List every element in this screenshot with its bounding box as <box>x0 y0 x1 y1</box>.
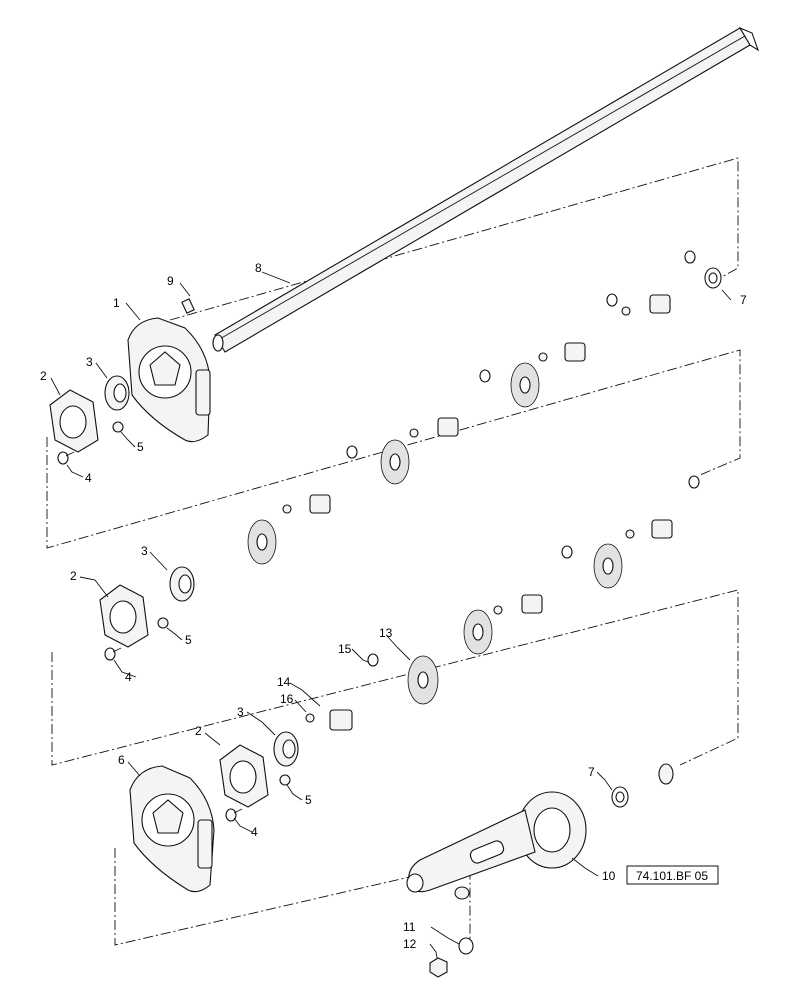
callout-16: 16 <box>280 692 294 706</box>
callout-10: 10 <box>602 869 616 883</box>
callout-5: 5 <box>185 633 192 647</box>
reference-box: 74.101.BF 05 <box>626 865 719 885</box>
washers <box>611 267 722 808</box>
callout-7: 7 <box>740 293 747 307</box>
callout-2: 2 <box>40 369 47 383</box>
callout-11: 11 <box>403 920 416 934</box>
housing-plate-1 <box>127 317 211 443</box>
callout-1: 1 <box>113 296 120 310</box>
callout-15: 15 <box>338 642 352 656</box>
callout-7: 7 <box>588 765 595 779</box>
assembly-dash-lines <box>46 157 741 946</box>
housing-plate-6 <box>129 765 215 893</box>
callout-12: 12 <box>403 937 417 951</box>
callout-2: 2 <box>70 569 77 583</box>
leader-lines <box>50 271 732 959</box>
callout-3: 3 <box>86 355 93 369</box>
callout-numbers: 1 2 3 4 5 7 8 9 3 2 5 4 13 15 14 16 3 2 … <box>40 261 747 951</box>
small-hardware <box>282 250 700 723</box>
lever-arm <box>406 791 587 900</box>
shaft <box>212 26 760 353</box>
flange-parts <box>49 389 269 808</box>
callout-3: 3 <box>237 705 244 719</box>
bearing-parts <box>104 375 299 767</box>
reference-label: 74.101.BF 05 <box>636 869 708 883</box>
clamp-brackets <box>309 294 673 731</box>
callout-6: 6 <box>118 753 125 767</box>
bottom-nut-washer <box>429 937 474 978</box>
callout-2: 2 <box>195 724 202 738</box>
callout-5: 5 <box>305 793 312 807</box>
callout-9: 9 <box>167 274 174 288</box>
callout-4: 4 <box>251 825 258 839</box>
callout-4: 4 <box>85 471 92 485</box>
bevel-gears <box>247 362 623 705</box>
callout-3: 3 <box>141 544 148 558</box>
bolts-and-nuts <box>57 421 291 822</box>
callout-14: 14 <box>277 675 291 689</box>
key-part <box>181 298 195 314</box>
callout-13: 13 <box>379 626 393 640</box>
callout-4: 4 <box>125 670 132 684</box>
callout-5: 5 <box>137 440 144 454</box>
callout-8: 8 <box>255 261 262 275</box>
